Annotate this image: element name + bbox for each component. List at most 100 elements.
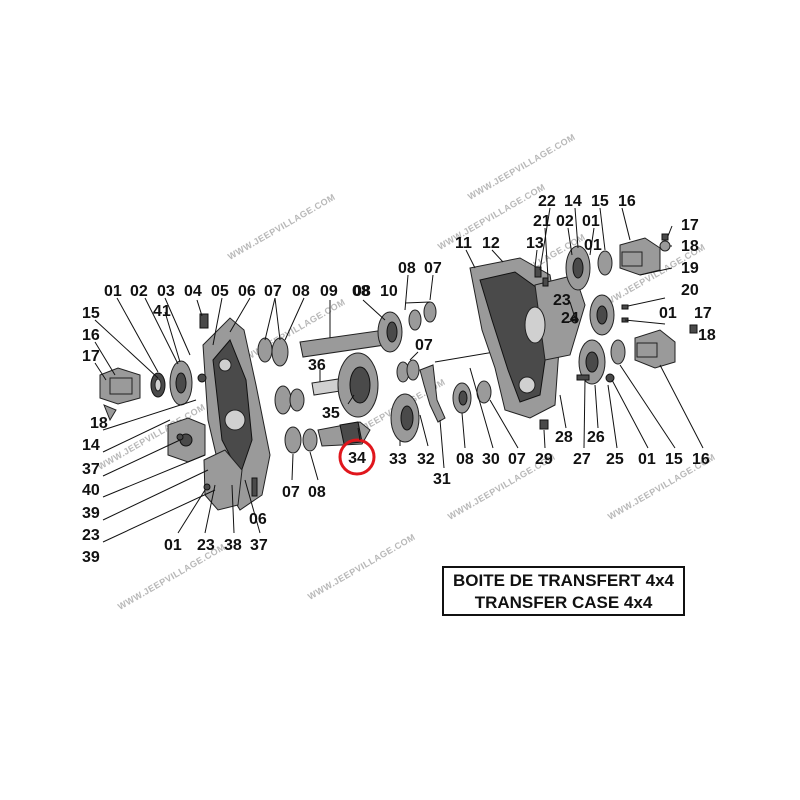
title-english: TRANSFER CASE 4x4 — [474, 593, 653, 612]
watermark-text: WWW.JEEPVILLAGE.COM — [306, 532, 417, 602]
part-label: 15 — [591, 193, 609, 210]
front-bearing-cap — [169, 360, 193, 406]
part-label: 07 — [424, 260, 442, 277]
leader-lines — [94, 207, 704, 543]
part-label: 38 — [224, 537, 242, 554]
highlight-part-34[interactable]: 34 — [338, 427, 376, 476]
lower-output-yoke — [634, 329, 676, 369]
part-label: 01 — [584, 237, 602, 254]
part-label: 17 — [694, 305, 712, 322]
part-label: 18 — [698, 327, 716, 344]
part-label: 05 — [211, 283, 229, 300]
part-label: 18 — [90, 415, 108, 432]
part-label: 22 — [538, 193, 556, 210]
part-number-labels: 01 02 03 04 05 06 07 08 09 08 10 08 07 1… — [82, 193, 716, 566]
intermediate-gear-large — [337, 352, 379, 418]
rear-output-shaft-34 — [317, 421, 371, 447]
part-label: 01 — [582, 213, 600, 230]
part-label: 08 — [456, 451, 474, 468]
part-label: 15 — [82, 305, 100, 322]
part-label: 25 — [606, 451, 624, 468]
upper-output-seal — [597, 250, 613, 276]
part-label: 17 — [681, 217, 699, 234]
watermark-text: WWW.JEEPVILLAGE.COM — [466, 132, 577, 202]
part-label: 08 — [353, 283, 371, 300]
part-label: 12 — [482, 235, 500, 252]
middle-bearing-cap — [589, 294, 615, 336]
part-label: 04 — [184, 283, 202, 300]
part-label: 32 — [417, 451, 435, 468]
part-label: 39 — [82, 549, 100, 566]
part-label: 26 — [587, 429, 605, 446]
input-bearings — [257, 337, 318, 454]
front-output-yoke — [99, 367, 141, 422]
part-label: 13 — [526, 235, 544, 252]
part-label: 28 — [555, 429, 573, 446]
part-label: 09 — [320, 283, 338, 300]
left-small-parts — [176, 313, 258, 497]
upper-output-yoke — [619, 237, 661, 276]
part-label: 01 — [659, 305, 677, 322]
part-label: 37 — [250, 537, 268, 554]
part-label: 21 — [533, 213, 551, 230]
shift-fork — [419, 364, 446, 423]
part-label: 19 — [681, 260, 699, 277]
part-label: 29 — [535, 451, 553, 468]
part-label: 31 — [433, 471, 451, 488]
part-label: 33 — [389, 451, 407, 468]
watermark-text: WWW.JEEPVILLAGE.COM — [226, 192, 337, 262]
part-label: 11 — [455, 235, 472, 252]
part-label: 41 — [153, 303, 171, 320]
part-label: 14 — [564, 193, 582, 210]
front-seal-ring — [150, 372, 166, 398]
sliding-gear-center — [452, 382, 472, 414]
part-label: 27 — [573, 451, 591, 468]
part-label: 08 — [292, 283, 310, 300]
part-label: 24 — [561, 310, 579, 327]
part-label: 01 — [164, 537, 182, 554]
part-label: 20 — [681, 282, 699, 299]
title-box: BOITE DE TRANSFERT 4x4 TRANSFER CASE 4x4 — [442, 566, 685, 616]
part-label: 06 — [249, 511, 267, 528]
part-label: 07 — [415, 337, 433, 354]
part-label: 02 — [556, 213, 574, 230]
part-label: 01 — [104, 283, 122, 300]
countershaft-gear-cluster — [390, 359, 420, 443]
part-label: 30 — [482, 451, 500, 468]
part-label: 39 — [82, 505, 100, 522]
part-label: 16 — [618, 193, 636, 210]
lower-output-seal — [610, 339, 626, 365]
part-label: 23 — [82, 527, 100, 544]
highlight-label: 34 — [348, 450, 366, 467]
upper-yoke-nut-washer — [659, 233, 671, 252]
part-label: 07 — [508, 451, 526, 468]
part-label: 23 — [553, 292, 571, 309]
part-label: 37 — [82, 461, 100, 478]
part-label: 35 — [322, 405, 340, 422]
title-french: BOITE DE TRANSFERT 4x4 — [452, 571, 675, 590]
part-label: 17 — [82, 348, 100, 365]
part-label: 36 — [308, 357, 326, 374]
lower-bearing-cap — [578, 339, 606, 385]
part-label: 01 — [638, 451, 656, 468]
part-label: 08 — [352, 283, 370, 300]
part-label: 16 — [82, 327, 100, 344]
part-label: 18 — [681, 238, 699, 255]
case-vent-parts — [534, 266, 549, 287]
part-label: 07 — [264, 283, 282, 300]
part-label: 07 — [282, 484, 300, 501]
part-label: 06 — [238, 283, 256, 300]
part-label: 40 — [82, 482, 100, 499]
shift-rod-sliding-gear — [377, 301, 437, 353]
part-label: 08 — [308, 484, 326, 501]
part-label: 15 — [665, 451, 683, 468]
part-label: 14 — [82, 437, 100, 454]
part-label: 02 — [130, 283, 148, 300]
speedometer-housing — [167, 417, 206, 463]
part-label: 23 — [197, 537, 215, 554]
lower-small-parts — [476, 373, 615, 430]
highlight-circle — [338, 438, 376, 476]
part-label: 16 — [692, 451, 710, 468]
